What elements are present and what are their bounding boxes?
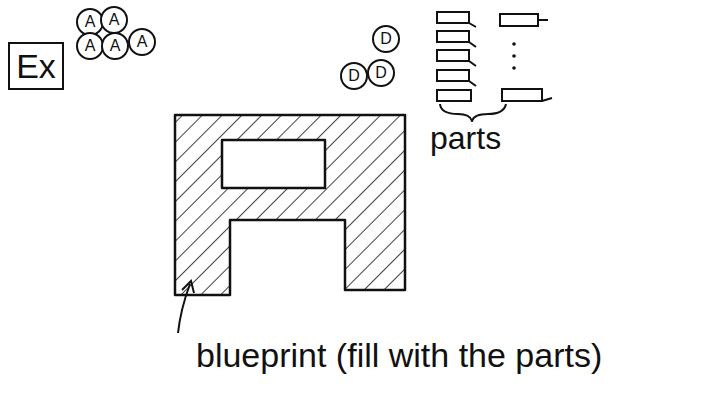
circle-letter: A [109,12,120,28]
parts-icons [437,12,552,101]
circle-letter: A [137,34,148,50]
blueprint-label: blueprint (fill with the parts) [196,338,602,372]
circle-letter: D [375,65,387,81]
circle-letter: A [110,38,121,54]
parts-label: parts [430,122,501,154]
circle-letter: A [85,38,96,54]
letter-circle: D [372,25,400,53]
letter-circle: D [340,62,368,90]
leader-arrowhead [182,281,194,293]
letter-circle: A [100,6,128,34]
letter-circle: A [128,28,156,56]
blueprint-shape [175,115,405,295]
letter-circle: A [101,32,129,60]
brace [440,104,506,121]
letter-circle: A [76,32,104,60]
example-box: Ex [8,42,64,90]
example-label: Ex [16,49,56,83]
ellipsis-dots [512,42,516,70]
circle-letter: D [348,68,360,84]
circle-letter: A [85,14,96,30]
circle-letter: D [380,31,392,47]
letter-circle: D [367,59,395,87]
leader-line [178,284,190,333]
